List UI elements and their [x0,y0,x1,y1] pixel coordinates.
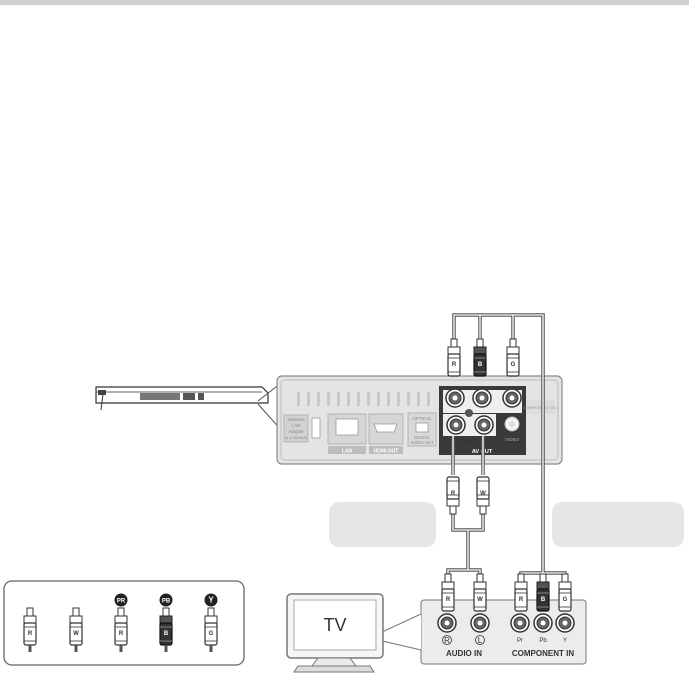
audio-plug-w: W [476,476,490,515]
legend-plug-2: W [69,607,83,652]
wireless-label-4: (5 V 500mA) [285,435,308,440]
svg-text:R: R [446,597,451,603]
wireless-label-2: LAN [292,423,301,428]
wireless-label-3: Adapter [288,429,304,434]
svg-text:R: R [452,362,457,368]
player-back-panel: Wireless LAN Adapter (5 V 500mA) LAN HDM… [276,375,563,465]
legend-plug-4: B PB [159,593,173,652]
legend-badge-label: PR [117,599,126,605]
legend-plug-letter: G [209,631,214,637]
legend-plug-5: GY [204,593,218,652]
tv-input-panel: R L Pr Pb Y AUDIO IN COMPONENT IN [420,599,587,665]
hdmi-out-label: HDMI OUT [374,449,399,455]
legend-plug-1: R [23,607,37,652]
tv-plug-comp-r: R [514,573,528,612]
legend-plug-letter: R [28,631,33,637]
component-plug-g: G [506,338,520,377]
svg-text:B: B [478,362,483,368]
svg-text:W: W [477,597,483,603]
legend-plug-3: R PR [114,593,128,652]
legend-badge [204,593,218,607]
tv-plug-comp-b: B [536,573,550,612]
top-bar [0,0,689,5]
component-plug-b: B [473,338,487,377]
legend-badge [114,593,128,607]
jack-l-label: L [478,636,483,645]
av-out-jacks [445,388,522,435]
svg-text:G: G [563,597,568,603]
legend-badge-label: PB [162,599,171,605]
svg-text:R: R [451,491,456,497]
blu-ray-player [95,386,269,411]
jack-pr-label: Pr [517,638,523,644]
svg-text:B: B [541,597,546,603]
optical-label: OPTICAL [412,416,432,421]
tv-zoom-line [377,613,422,635]
audio-label: AUDIO [462,438,477,443]
digital-audio-label-2: AUDIO OUT [410,440,434,445]
jack-r-label: R [444,636,450,645]
callout-box-left [329,502,436,547]
legend-plug-letter: R [119,631,124,637]
legend-plug-letter: W [73,631,79,637]
video-label: VIDEO [505,437,520,442]
component-plug-r: R [447,338,461,377]
component-in-label: COMPONENT IN [512,649,574,658]
audio-plug-r: R [446,476,460,515]
wireless-label-1: Wireless [287,417,305,422]
jack-pb-label: Pb [539,638,547,644]
digital-audio-label-1: DIGITAL [414,435,431,440]
jack-y-label: Y [563,638,567,644]
legend-plug-letter: B [164,631,169,637]
legend-badge [159,593,173,607]
legend-badge-label: Y [208,596,214,605]
audio-in-label: AUDIO IN [446,649,482,658]
tv-plug-audio-w: W [473,573,487,612]
callout-box-right [552,502,684,547]
tv-set [286,593,384,673]
tv-plug-comp-g: G [558,573,572,612]
tv-zoom-line [377,639,422,651]
tv-label: TV [323,615,346,635]
tv-plug-audio-r: R [441,573,455,612]
lan-label: LAN [342,449,353,455]
svg-text:R: R [519,597,524,603]
svg-text:G: G [511,362,516,368]
svg-text:W: W [480,491,486,497]
